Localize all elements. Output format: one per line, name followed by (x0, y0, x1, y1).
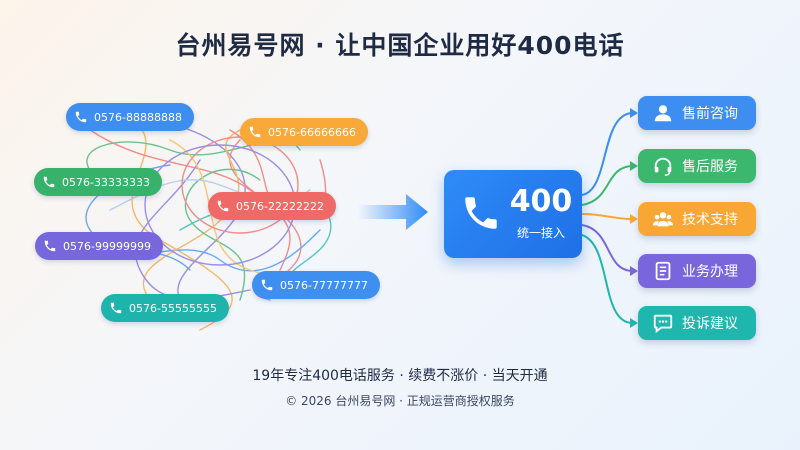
service-business: 业务办理 (638, 254, 756, 288)
hub-400-card: 400 统一接入 (444, 170, 582, 258)
number-pill: 0576-77777777 (252, 271, 380, 299)
document-icon (655, 261, 671, 281)
service-label: 技术支持 (682, 212, 738, 228)
number-label: 0576-33333333 (62, 175, 150, 189)
service-tech-support: 技术支持 (638, 202, 756, 236)
phone-icon (217, 200, 229, 212)
service-label: 投诉建议 (682, 316, 738, 332)
number-label: 0576-99999999 (63, 239, 151, 253)
service-presales: 售前咨询 (638, 96, 756, 130)
hub-number: 400 (509, 184, 573, 219)
headset-icon (654, 157, 672, 176)
number-pill: 0576-99999999 (35, 232, 163, 260)
phone-icon (44, 240, 56, 252)
hub-subtitle: 统一接入 (516, 226, 565, 240)
phone-icon (75, 111, 87, 123)
number-pill: 0576-22222222 (208, 192, 336, 220)
number-pill: 0576-88888888 (66, 103, 194, 131)
copyright: © 2026 台州易号网 · 正规运营商授权服务 (285, 394, 515, 408)
phone-icon (43, 176, 55, 188)
phone-icon (465, 197, 497, 229)
service-label: 售前咨询 (682, 106, 738, 122)
service-aftersales: 售后服务 (638, 149, 756, 183)
phone-icon (110, 302, 122, 314)
phone-icon (261, 279, 273, 291)
page-title: 台州易号网 · 让中国企业用好400电话 (175, 31, 625, 60)
number-pill: 0576-55555555 (101, 294, 229, 322)
service-label: 业务办理 (682, 264, 738, 280)
number-label: 0576-22222222 (236, 199, 324, 213)
number-pill: 0576-33333333 (34, 168, 162, 196)
tagline: 19年专注400电话服务 · 续费不涨价 · 当天开通 (252, 368, 548, 384)
service-complaints: 投诉建议 (638, 306, 756, 340)
user-icon (654, 105, 672, 122)
arrow-right-icon (358, 194, 428, 230)
number-label: 0576-77777777 (280, 278, 368, 292)
team-icon (652, 212, 674, 227)
number-label: 0576-66666666 (268, 125, 356, 139)
number-pill: 0576-66666666 (240, 118, 368, 146)
phone-icon (249, 126, 261, 138)
service-label: 售后服务 (682, 159, 738, 175)
number-label: 0576-88888888 (94, 110, 182, 124)
chat-icon (653, 314, 673, 334)
number-label: 0576-55555555 (129, 301, 217, 315)
